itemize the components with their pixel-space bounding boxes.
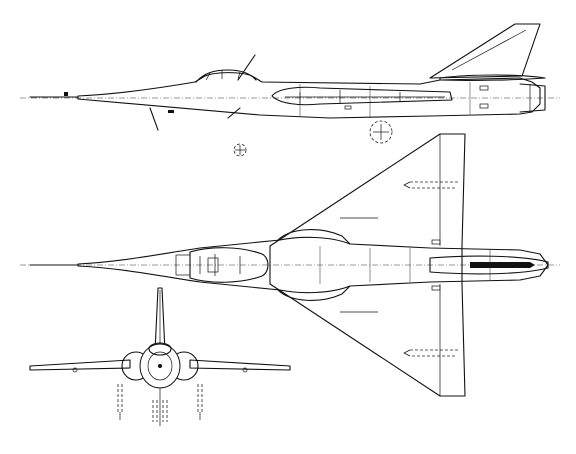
intake-upper [277, 229, 351, 245]
nose-marker [64, 92, 68, 96]
side-fuselage-outline [77, 72, 541, 119]
side-wing-root [271, 86, 453, 106]
front-nose-point [158, 364, 162, 368]
front-store-right [197, 384, 203, 420]
panel-vent-3 [344, 105, 352, 110]
side-antenna-top [237, 54, 256, 81]
side-view [20, 23, 560, 157]
top-panel-lines [319, 246, 491, 284]
front-fuselage-inner [147, 351, 173, 381]
cg-marker-large [369, 120, 393, 144]
side-marker [168, 110, 174, 113]
front-view [29, 287, 291, 426]
front-store-center [152, 388, 168, 426]
top-fuselage [77, 236, 549, 294]
front-wing-right [189, 359, 291, 371]
top-exhaust [429, 255, 549, 275]
front-canopy [148, 342, 172, 356]
delta-wing [269, 133, 466, 397]
wing-store-lower [403, 349, 458, 357]
top-vent-2 [431, 285, 441, 291]
wing-pylon-right [242, 367, 248, 373]
tail-fairing [439, 74, 546, 81]
canopy-frame [205, 70, 241, 81]
side-panel-lines [299, 82, 471, 118]
top-canopy [189, 247, 269, 283]
rudder-hinge-line [451, 29, 527, 71]
wing-store-upper [403, 181, 458, 189]
panel-vent-1 [479, 85, 489, 91]
side-vertical-tail [429, 23, 541, 79]
front-wing-left [29, 359, 131, 371]
front-store-left [117, 384, 123, 420]
wing-pylon-left [72, 367, 78, 373]
side-probe-under [149, 107, 159, 131]
seat-outline [207, 257, 219, 273]
top-view [20, 133, 560, 397]
side-antenna-bottom [227, 107, 241, 119]
side-exhaust [519, 83, 546, 113]
top-vent-1 [431, 239, 441, 245]
panel-vent-2 [479, 103, 489, 109]
side-canopy [195, 69, 257, 83]
intake-lower [277, 285, 351, 301]
tail-fin-topview [470, 262, 535, 268]
cg-marker-small [233, 143, 247, 157]
wing-root-detail [285, 90, 445, 104]
